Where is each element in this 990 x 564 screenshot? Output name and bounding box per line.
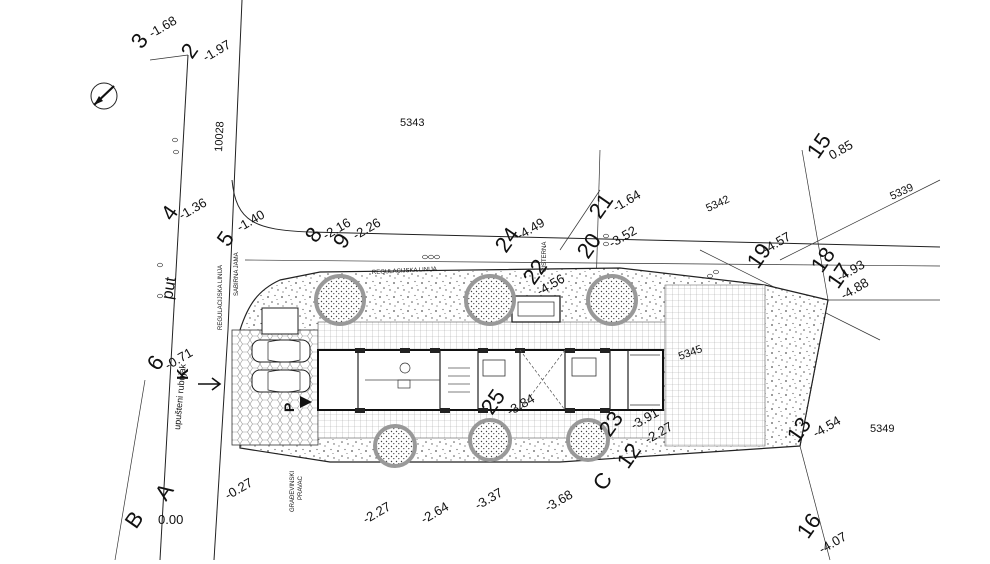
entry-k-label: K: [175, 368, 192, 380]
svg-text:2: 2: [176, 38, 204, 62]
car-icon: [251, 369, 311, 393]
svg-text:-1.64: -1.64: [610, 187, 643, 215]
building: [317, 348, 664, 413]
parcel-number: 10028: [213, 121, 227, 152]
survey-markers: [157, 137, 719, 299]
parcel-number: 5339: [888, 181, 915, 202]
svg-text:-1.40: -1.40: [234, 207, 267, 235]
svg-text:-4.07: -4.07: [816, 529, 849, 557]
svg-text:B: B: [120, 506, 149, 532]
parcel-number: 5349: [870, 423, 894, 435]
svg-text:-2.27: -2.27: [360, 499, 393, 527]
tree-icon: [464, 274, 516, 326]
entry-arrow-p-icon: [300, 396, 312, 408]
north-arrow-icon: [90, 82, 118, 110]
cistern: [511, 295, 561, 323]
building-line-label: PRAVAC: [298, 476, 304, 500]
svg-text:16: 16: [792, 508, 827, 542]
svg-text:0.00: 0.00: [158, 512, 183, 527]
svg-text:-4.54: -4.54: [810, 413, 843, 441]
svg-text:-2.64: -2.64: [418, 499, 451, 527]
entry-arrow-k-icon: [198, 377, 222, 391]
svg-text:-1.36: -1.36: [176, 195, 209, 223]
svg-text:20: 20: [572, 228, 607, 262]
svg-text:-3.52: -3.52: [606, 223, 639, 251]
svg-text:-4.57: -4.57: [760, 229, 793, 257]
car-icon: [251, 339, 311, 363]
tree-icon: [373, 424, 417, 468]
entry-p-label: P: [281, 403, 297, 412]
building-line-label: GRAĐEVINSKI: [290, 471, 296, 512]
svg-text:-3.37: -3.37: [472, 485, 505, 513]
svg-text:-2.26: -2.26: [350, 215, 383, 243]
boundary-elevations: -2.27 -2.64 -3.37 -3.68: [360, 485, 575, 527]
tree-icon: [468, 418, 512, 462]
road-corridor: [149, 0, 941, 561]
road-label: put: [159, 275, 180, 300]
parcel-number: 5343: [400, 117, 424, 129]
svg-text:-1.97: -1.97: [200, 37, 233, 65]
tree-icon: [314, 274, 366, 326]
svg-text:-4.49: -4.49: [514, 215, 547, 243]
svg-text:-0.27: -0.27: [222, 475, 255, 503]
regulation-line-label: REGULACIJSKA LINIJA: [372, 267, 437, 276]
regulation-line-label: REGULACIJSKA LINIJA: [218, 265, 224, 330]
svg-text:-1.68: -1.68: [146, 13, 179, 41]
svg-text:5: 5: [212, 226, 240, 250]
septic-tank: [261, 307, 299, 335]
septic-label: SABIRNA JAMA: [234, 252, 240, 296]
parcel-number: 5342: [704, 193, 731, 214]
svg-text:C: C: [588, 467, 618, 494]
tree-icon: [566, 418, 610, 462]
cistern-label: CISTERNA: [542, 242, 548, 272]
tree-icon: [586, 274, 638, 326]
svg-text:-3.68: -3.68: [542, 487, 575, 515]
